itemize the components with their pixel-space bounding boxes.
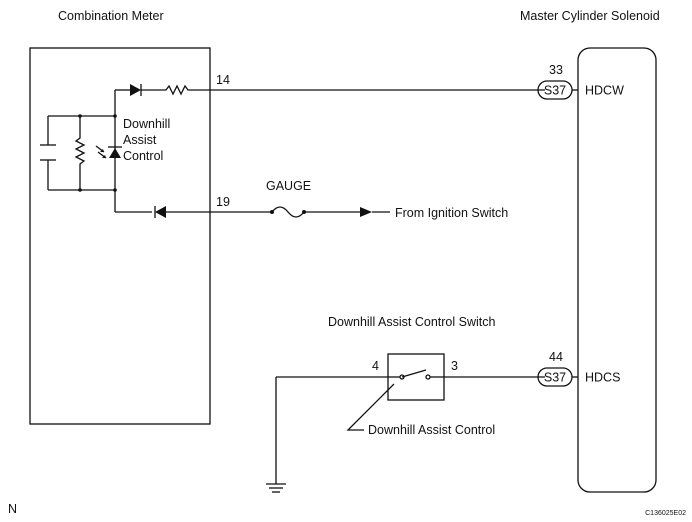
meter-dac-label-3: Control	[123, 149, 163, 163]
meter-dac-label-1: Downhill	[123, 117, 170, 131]
downhill-assist-control-label: Downhill Assist Control	[368, 423, 495, 437]
combination-meter-title: Combination Meter	[58, 9, 164, 23]
pin-19-label: 19	[216, 195, 230, 209]
from-ignition-switch-label: From Ignition Switch	[395, 206, 508, 220]
corner-mark: N	[8, 502, 17, 516]
connector-bottom: S37	[537, 367, 578, 387]
pin-3-label: 3	[451, 359, 458, 373]
pin-44-label: 44	[549, 350, 563, 364]
master-cylinder-solenoid-title: Master Cylinder Solenoid	[520, 9, 660, 23]
gauge-wire	[115, 206, 390, 218]
switch-circuit	[266, 353, 545, 493]
pin-33-label: 33	[549, 63, 563, 77]
connector-bottom-label: S37	[544, 371, 566, 385]
figure-id: C136025E02	[645, 510, 686, 517]
switch-title: Downhill Assist Control Switch	[328, 315, 495, 329]
meter-dac-label-2: Assist	[123, 133, 157, 147]
connector-top-label: S37	[544, 84, 566, 98]
gauge-fuse-label: GAUGE	[266, 179, 311, 193]
top-signal-wire	[115, 84, 545, 96]
meter-internal-circuit	[40, 90, 122, 212]
hdcw-terminal-label: HDCW	[585, 84, 624, 98]
master-cylinder-solenoid-box	[577, 47, 657, 493]
pin-14-label: 14	[216, 73, 230, 87]
connector-top: S37	[537, 80, 578, 100]
pin-4-label: 4	[372, 359, 379, 373]
hdcs-terminal-label: HDCS	[585, 371, 620, 385]
combination-meter-box	[29, 47, 211, 425]
